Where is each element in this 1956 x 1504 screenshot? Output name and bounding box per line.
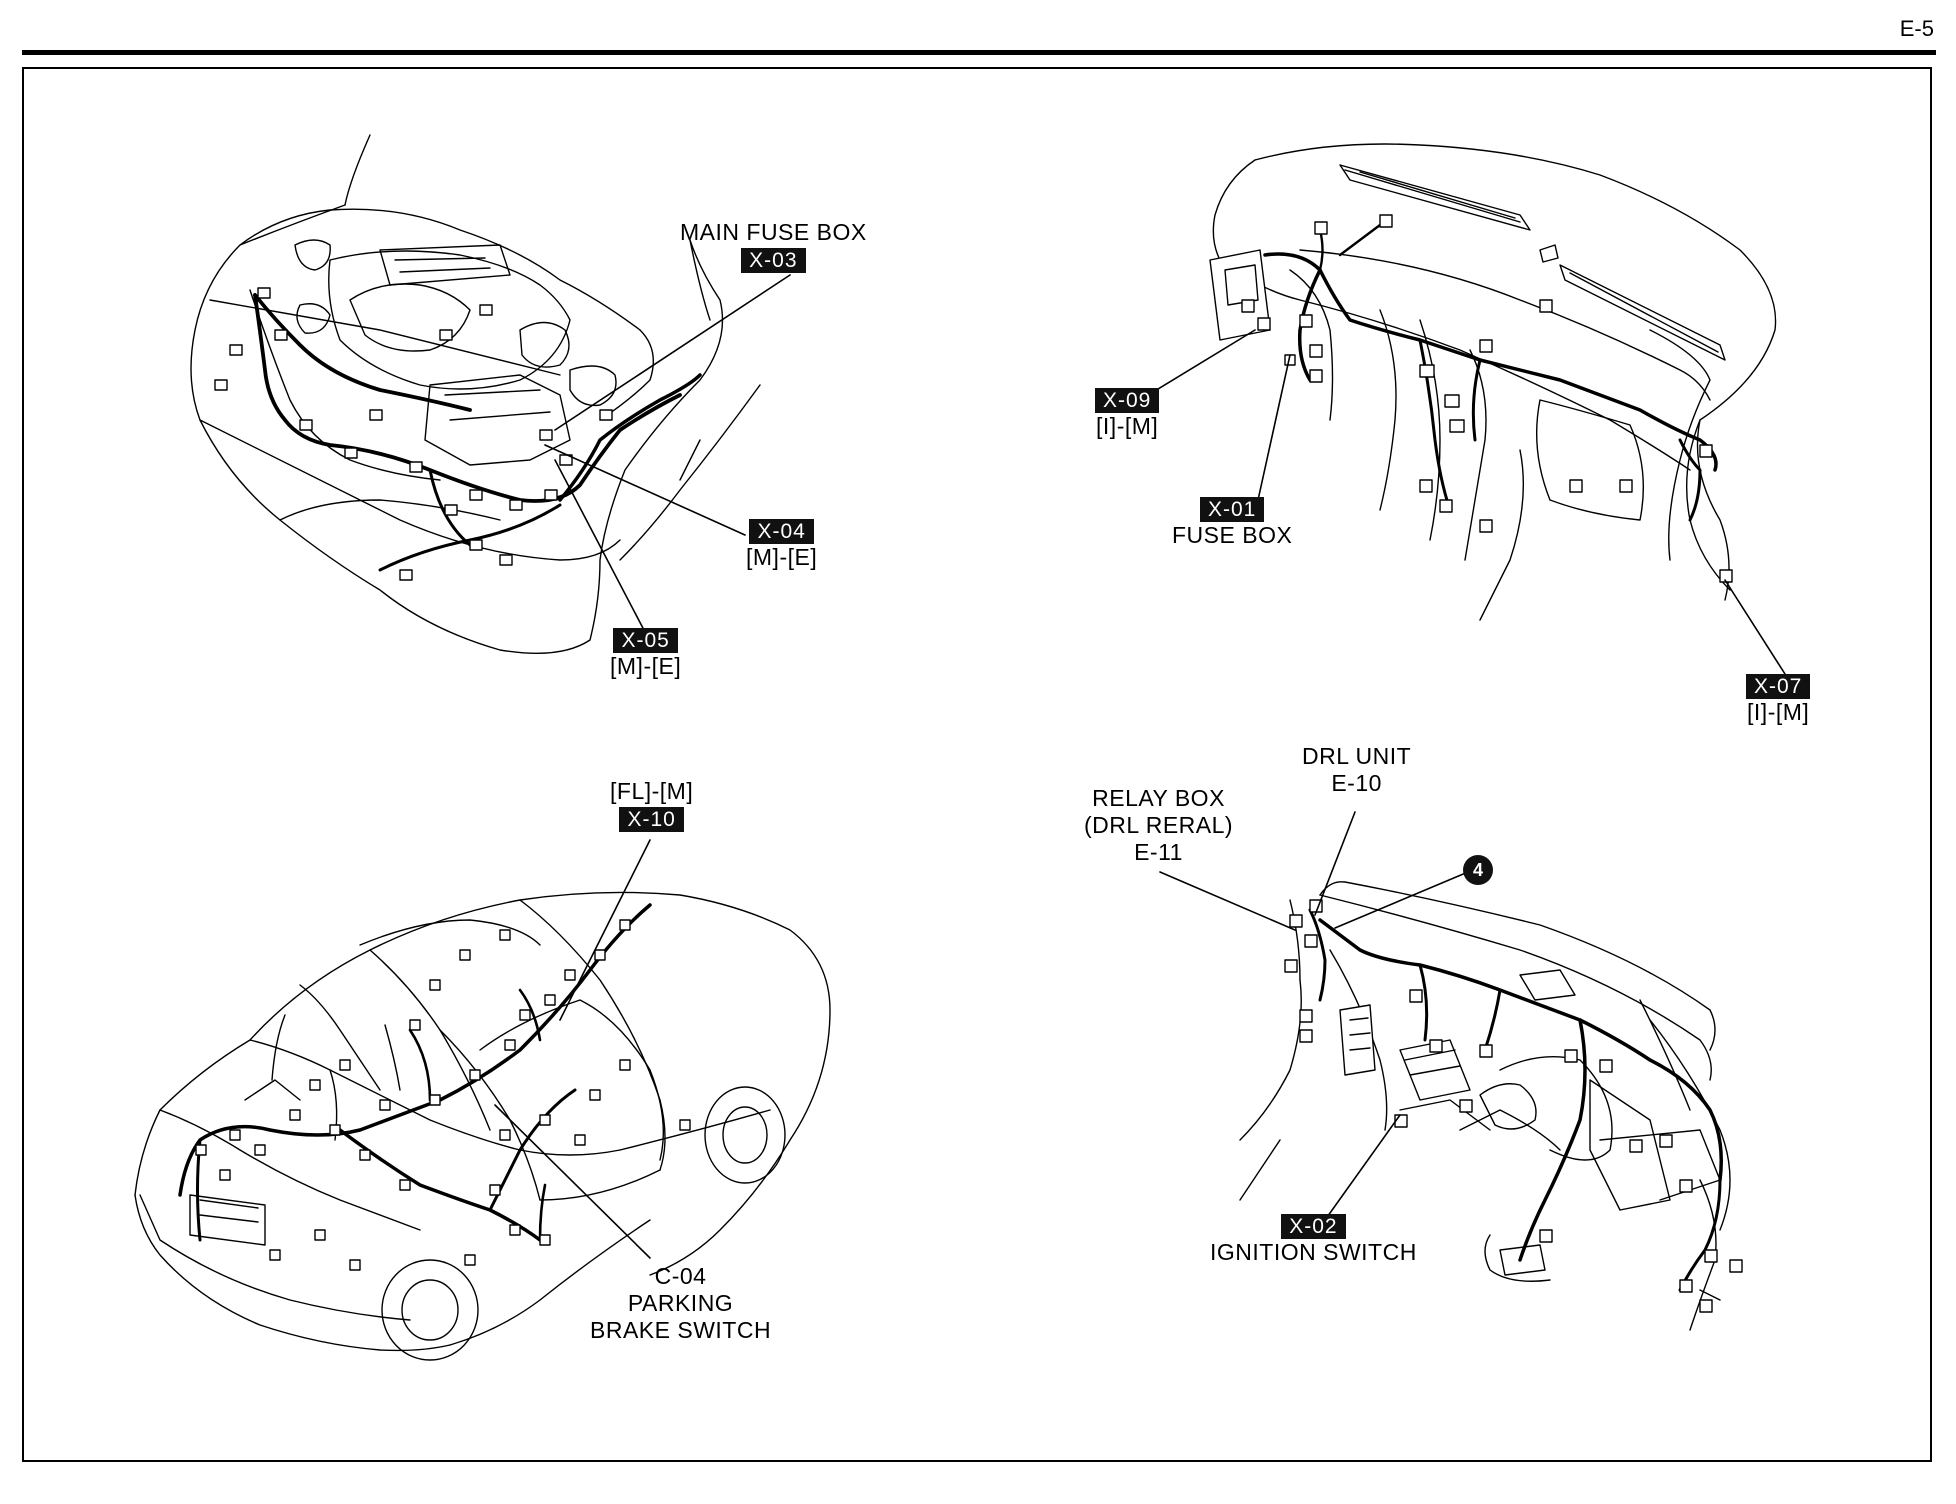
x07-connection: [I]-[M] xyxy=(1747,699,1810,725)
leader-x07 xyxy=(1724,579,1786,675)
relay-box-name: RELAY BOX xyxy=(1092,785,1225,811)
ignition-switch-label: X-02 IGNITION SWITCH xyxy=(1210,1212,1417,1266)
x10-tag: X-10 xyxy=(619,807,684,832)
x01-tag: X-01 xyxy=(1199,497,1265,522)
header-rule xyxy=(22,50,1936,55)
relay-box-code: E-11 xyxy=(1134,839,1183,865)
x07-label: X-07 [I]-[M] xyxy=(1746,672,1811,726)
x09-tag: X-09 xyxy=(1095,388,1160,413)
drl-unit-name: DRL UNIT xyxy=(1302,743,1412,769)
drl-unit-label: DRL UNIT E-10 xyxy=(1302,743,1411,797)
diagram-frame xyxy=(22,67,1932,1462)
leader-x10 xyxy=(559,839,651,1021)
main-fuse-box-name: MAIN FUSE BOX xyxy=(680,219,867,245)
ground-point-badge: 4 xyxy=(1463,855,1493,885)
parking-brake-line1: PARKING xyxy=(627,1290,734,1316)
x04-label: X-04 [M]-[E] xyxy=(746,517,817,571)
drl-unit-code: E-10 xyxy=(1331,770,1382,796)
ground-point-number: 4 xyxy=(1472,860,1483,880)
x03-tag: X-03 xyxy=(741,248,806,273)
parking-brake-line2: BRAKE SWITCH xyxy=(590,1317,772,1343)
x05-connection: [M]-[E] xyxy=(610,653,682,679)
leader-x02 xyxy=(1324,1114,1401,1221)
fuse-box-name: FUSE BOX xyxy=(1172,522,1293,548)
relay-box-label: RELAY BOX (DRL RERAL) E-11 xyxy=(1084,785,1233,866)
leader-lines xyxy=(494,274,1786,1259)
x04-connection: [M]-[E] xyxy=(746,544,818,570)
leader-x05 xyxy=(554,459,646,633)
leader-ground-4 xyxy=(1334,871,1469,929)
x09-label: X-09 [I]-[M] xyxy=(1095,386,1160,440)
leader-e11 xyxy=(1159,871,1296,931)
engine-compartment-drawing xyxy=(190,134,761,654)
ignition-switch-name: IGNITION SWITCH xyxy=(1210,1239,1417,1265)
c04-code: C-04 xyxy=(654,1263,707,1289)
x05-label: X-05 [M]-[E] xyxy=(610,626,681,680)
x04-tag: X-04 xyxy=(749,519,814,544)
x05-tag: X-05 xyxy=(613,628,678,653)
vehicle-body-drawing xyxy=(134,891,831,1361)
page-code: E-5 xyxy=(1899,16,1934,41)
parking-brake-switch-label: C-04 PARKING BRAKE SWITCH xyxy=(590,1263,771,1344)
x09-connection: [I]-[M] xyxy=(1096,413,1159,439)
relay-box-sub: (DRL RERAL) xyxy=(1084,812,1234,838)
x10-connection: [FL]-[M] xyxy=(610,778,694,804)
main-fuse-box-label: MAIN FUSE BOX X-03 xyxy=(680,219,867,273)
x07-tag: X-07 xyxy=(1746,674,1811,699)
x10-label: [FL]-[M] X-10 xyxy=(610,778,693,832)
leader-x01 xyxy=(1257,354,1291,501)
steering-column-drawing xyxy=(1239,881,1743,1331)
leader-x04 xyxy=(544,444,746,536)
leader-c04 xyxy=(494,1104,651,1259)
leader-e10 xyxy=(1314,811,1356,916)
instrument-panel-drawing xyxy=(1209,143,1777,621)
leader-x03 xyxy=(554,274,791,431)
x02-tag: X-02 xyxy=(1281,1214,1346,1239)
fuse-box-label: X-01 FUSE BOX xyxy=(1172,495,1292,549)
